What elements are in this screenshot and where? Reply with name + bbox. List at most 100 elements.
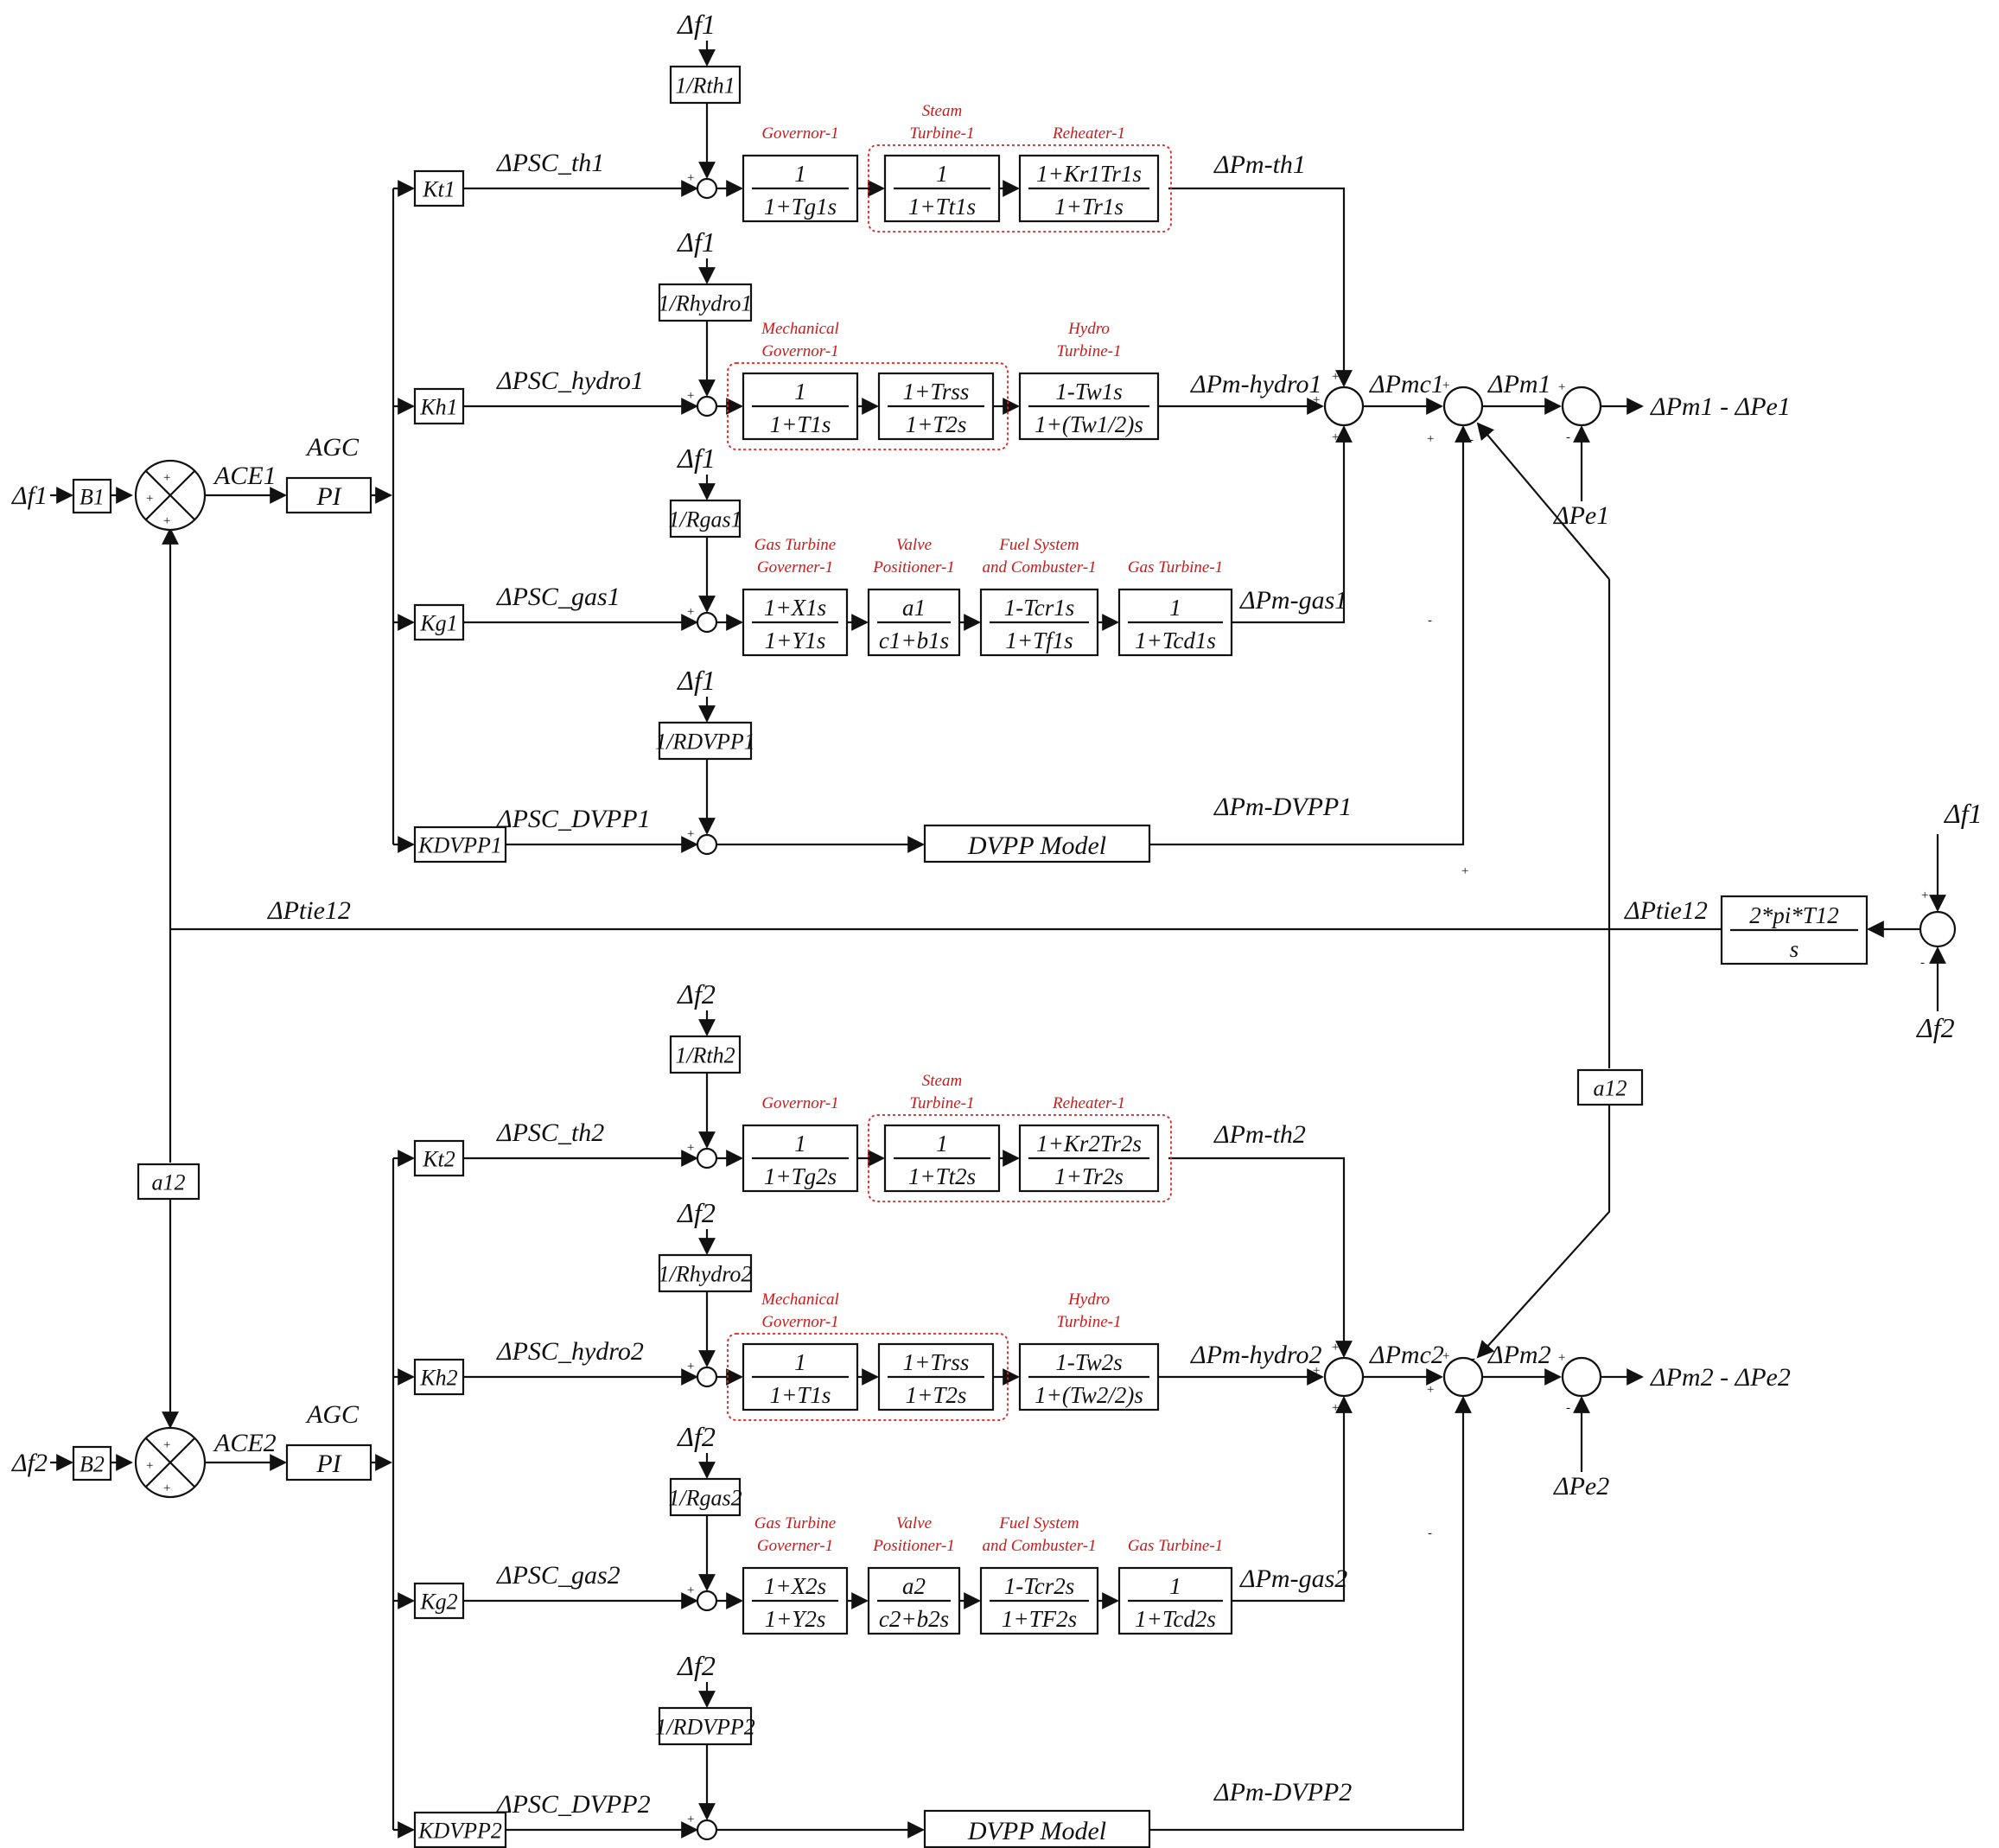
plus-sign: + xyxy=(686,1584,695,1597)
numerator: a1 xyxy=(902,595,926,621)
gain-dvpp-block xyxy=(413,825,507,863)
steam-turbine-group-outline xyxy=(868,144,1172,233)
signal-wire xyxy=(1168,1157,1353,1358)
minus-sign: - xyxy=(1471,1352,1475,1366)
plus-sign: + xyxy=(700,1802,709,1816)
minus-sign: - xyxy=(1428,614,1432,628)
bias-block xyxy=(72,1445,112,1482)
block-title-line: Positioner-1 xyxy=(872,1537,955,1555)
block-title-line: Mechanical xyxy=(761,1290,839,1309)
numerator: a2 xyxy=(902,1573,926,1599)
minus-sign: - xyxy=(1428,1526,1432,1540)
denominator: 1+Tcd1s xyxy=(1135,628,1216,653)
a12-left-block-label: a12 xyxy=(152,1169,186,1195)
denominator: 1+Tt2s xyxy=(908,1163,976,1189)
cross-mark xyxy=(144,1437,196,1488)
plus-sign: + xyxy=(1557,380,1566,394)
denominator: 1+Tcd2s xyxy=(1135,1606,1216,1632)
block-title-line: Hydro xyxy=(1067,1290,1110,1309)
droop-input-frequency: Δf2 xyxy=(676,978,716,1010)
input-frequency-deviation: Δf1 xyxy=(11,481,48,510)
gain-th-block-label: Kt1 xyxy=(422,176,455,201)
block-title: Reheater-1 xyxy=(1052,1094,1125,1112)
numerator: 1 xyxy=(1169,595,1181,621)
denominator: 1+Tr1s xyxy=(1054,194,1124,220)
numerator: 1+X2s xyxy=(764,1573,826,1599)
droop-dvpp-block xyxy=(658,721,753,761)
gain-dvpp-block xyxy=(413,1811,507,1848)
cross-mark xyxy=(144,469,196,521)
plus-sign: + xyxy=(700,379,709,392)
denominator: 1+Y1s xyxy=(765,628,826,653)
plus-sign: + xyxy=(1331,430,1340,444)
numerator: 1-Tcr2s xyxy=(1004,1573,1075,1599)
denominator: 1+Tg2s xyxy=(764,1163,837,1189)
tie-power-right-label: ΔPtie12 xyxy=(1624,896,1708,925)
block-title-line: Turbine-1 xyxy=(910,124,975,143)
gain-th-block-label: Kt2 xyxy=(422,1146,455,1171)
plus-sign: + xyxy=(1426,1383,1435,1397)
psc-hydro-label: ΔPSC_hydro2 xyxy=(496,1337,644,1366)
droop-dvpp-block xyxy=(658,1706,753,1746)
dvpp-model-label: DVPP Model xyxy=(967,832,1106,860)
output-label: ΔPm2 - ΔPe2 xyxy=(1650,1363,1791,1392)
plus-sign: + xyxy=(1461,864,1469,878)
plus-sign: + xyxy=(686,389,695,403)
numerator: 1-Tw1s xyxy=(1055,379,1123,405)
signal-wire xyxy=(1232,1396,1353,1603)
numerator: 1 xyxy=(794,161,806,187)
block-title-line: Fuel System xyxy=(998,536,1079,554)
dvpp-model-label: DVPP Model xyxy=(967,1817,1106,1845)
pm-hydro-label: ΔPm-hydro1 xyxy=(1190,370,1321,398)
block-title-line: Turbine-1 xyxy=(1057,1313,1122,1331)
pi-controller-block xyxy=(285,1443,372,1482)
block-title-line: Turbine-1 xyxy=(1057,342,1122,360)
gain-gas-block xyxy=(413,603,465,641)
psc-hydro-label: ΔPSC_hydro1 xyxy=(496,366,644,395)
denominator: 1+(Tw1/2)s xyxy=(1035,411,1143,437)
plus-sign: + xyxy=(1920,889,1929,902)
bias-block-label: B1 xyxy=(80,484,105,509)
gain-gas-block xyxy=(413,1582,465,1620)
numerator: 1 xyxy=(936,161,948,187)
numerator: 1 xyxy=(936,1131,948,1157)
pe-label: ΔPe2 xyxy=(1553,1472,1609,1501)
pe-label: ΔPe1 xyxy=(1553,501,1609,530)
psc-th-label: ΔPSC_th1 xyxy=(496,149,604,177)
signal-wire xyxy=(1149,1396,1472,1832)
block-title-line: Governer-1 xyxy=(757,558,833,577)
denominator: 1+Tt1s xyxy=(908,194,976,220)
numerator: 1+X1s xyxy=(764,595,826,621)
plus-sign: + xyxy=(686,1141,695,1155)
gain-dvpp-block-label: KDVPP1 xyxy=(417,832,502,857)
pm-label: ΔPm2 xyxy=(1487,1341,1551,1369)
block-title-line: Positioner-1 xyxy=(872,558,955,577)
tie-f1-label: Δf1 xyxy=(1943,798,1983,829)
psc-dvpp-label: ΔPSC_DVPP2 xyxy=(496,1790,651,1819)
a12-right-block-label: a12 xyxy=(1594,1075,1627,1100)
gain-th-block xyxy=(413,1139,465,1177)
droop-th-block xyxy=(669,65,742,105)
plus-sign: + xyxy=(686,1813,695,1826)
pm-th-label: ΔPm-th1 xyxy=(1213,150,1306,179)
gain-gas-block-label: Kg1 xyxy=(419,610,457,635)
minus-sign: - xyxy=(1469,433,1474,447)
gain-hydro-block xyxy=(413,1358,465,1396)
droop-dvpp-block-label: 1/RDVPP2 xyxy=(655,1714,755,1739)
block-title-line: and Combuster-1 xyxy=(982,1537,1096,1555)
numerator: 1-Tw2s xyxy=(1055,1349,1123,1375)
numerator: 1 xyxy=(1169,1573,1181,1599)
minus-sign: - xyxy=(1566,1401,1570,1415)
numerator: 1+Kr2Tr2s xyxy=(1036,1131,1142,1157)
gain-hydro-block-label: Kh2 xyxy=(419,1365,457,1390)
plus-sign: + xyxy=(700,161,709,175)
pi-controller-block-label: PI xyxy=(315,482,342,511)
mech-power-summing-junction xyxy=(1323,1356,1365,1398)
